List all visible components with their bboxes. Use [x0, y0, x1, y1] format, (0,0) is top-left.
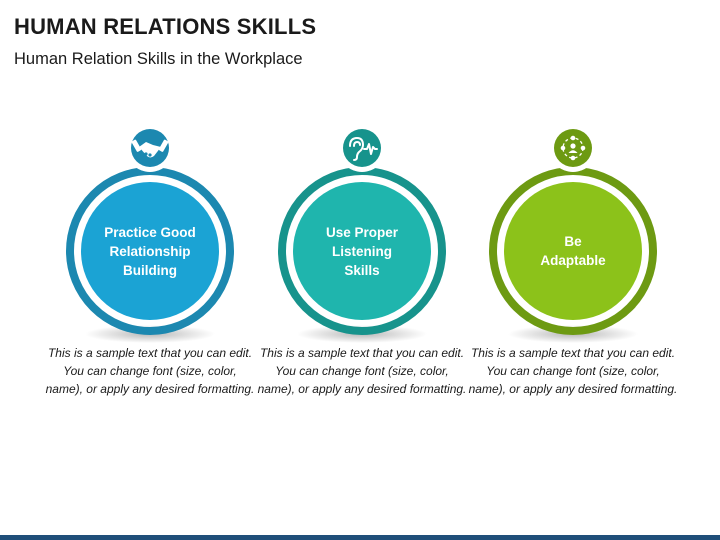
- skill-description: This is a sample text that you can edit.…: [468, 346, 678, 396]
- page-title: HUMAN RELATIONS SKILLS: [14, 14, 317, 39]
- handshake-icon: [131, 139, 169, 158]
- inner-circle: [81, 182, 219, 320]
- skill-item-listening: Use Proper Listening Skills This is a sa…: [258, 126, 466, 426]
- skill-label: Be Adaptable: [540, 234, 606, 268]
- skill-graphic: [278, 126, 446, 343]
- page-subtitle: Human Relation Skills in the Workplace: [14, 50, 303, 68]
- skill-label: Practice Good Relationship Building: [104, 224, 196, 278]
- adaptability-network-icon: [560, 135, 586, 161]
- footer-bar: [0, 535, 720, 540]
- ear-soundwave-icon: [349, 137, 378, 161]
- skill-description: This is a sample text that you can edit.…: [257, 346, 467, 396]
- skill-item-adaptable: Be Adaptable This is a sample text that …: [469, 126, 677, 426]
- inner-circle: [293, 182, 431, 320]
- skill-graphic: [66, 126, 234, 343]
- skill-label: Use Proper Listening Skills: [325, 224, 399, 278]
- skill-graphic: [489, 126, 657, 343]
- inner-circle: [504, 182, 642, 320]
- skill-item-relationship: Practice Good Relationship Building This…: [46, 126, 254, 426]
- skill-description: This is a sample text that you can edit.…: [45, 346, 255, 396]
